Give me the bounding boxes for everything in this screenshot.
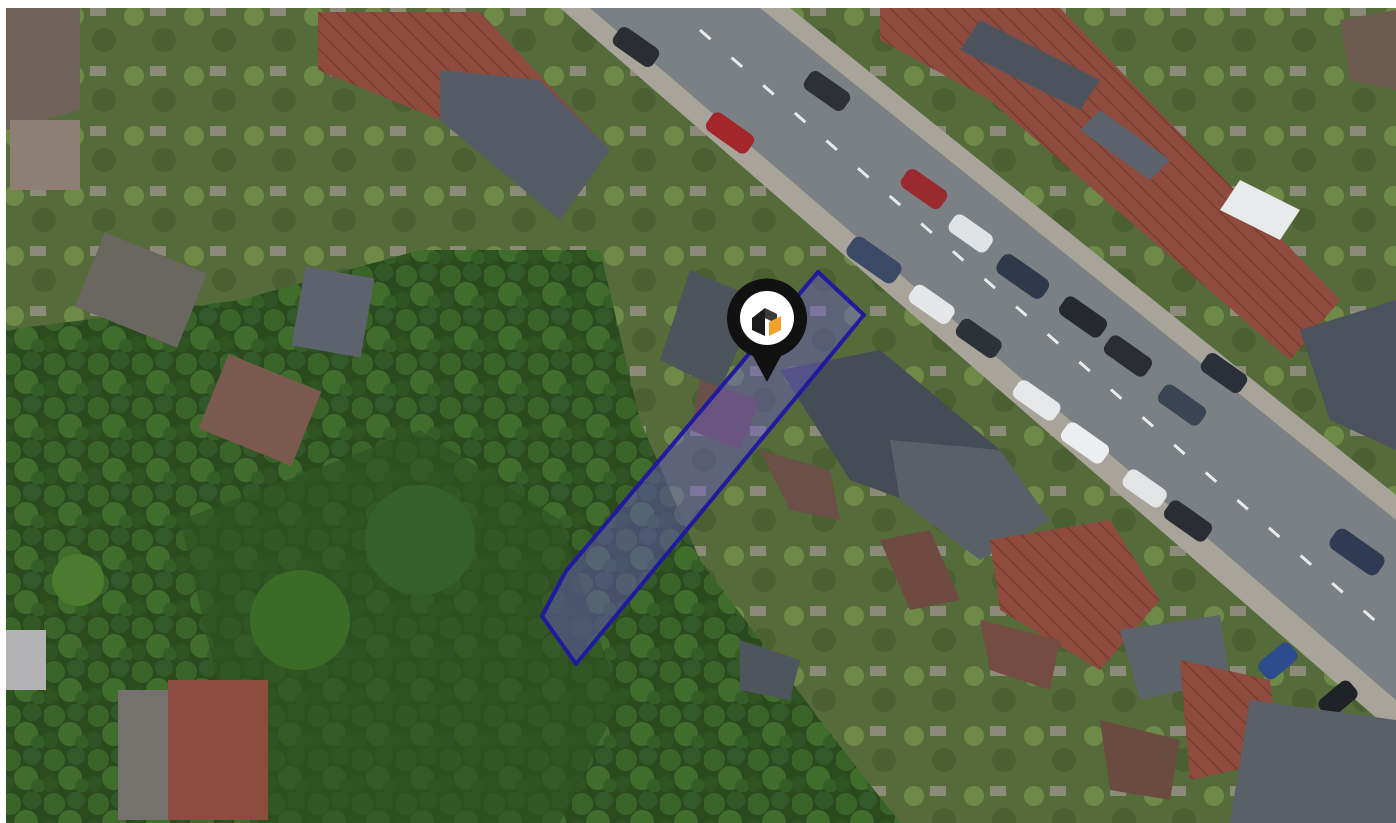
street [560,8,1396,735]
location-pin[interactable] [725,278,809,386]
property-boundary[interactable] [540,270,866,666]
buildings [6,8,610,820]
house-logo-icon [752,308,781,336]
buildings-south [740,350,1396,823]
buildings-east [880,8,1396,450]
